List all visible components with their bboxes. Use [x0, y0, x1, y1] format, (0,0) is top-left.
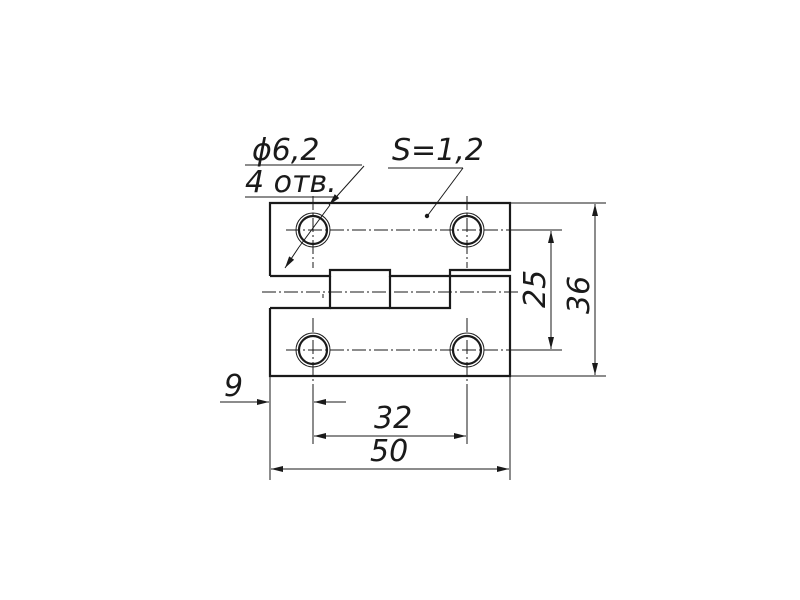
hole-leader — [245, 164, 365, 269]
dim-label-36: 36 — [562, 276, 597, 314]
upper-leaf-outline — [268, 201, 512, 276]
dim-label-25: 25 — [518, 270, 553, 308]
hole-diameter-label: ϕ6,2 — [252, 133, 320, 168]
hole-count-label: 4 отв. — [245, 165, 337, 200]
dim-label-50: 50 — [370, 434, 408, 469]
knuckle-profile — [270, 268, 450, 278]
lower-leaf-outline — [268, 308, 512, 378]
extension-lines-right — [510, 202, 606, 377]
thickness-label: S=1,2 — [392, 133, 484, 168]
thickness-leader — [388, 167, 464, 219]
center-lines — [262, 196, 560, 384]
dim-label-32: 32 — [374, 401, 412, 436]
dim-label-9: 9 — [224, 369, 243, 404]
extension-lines-bottom — [269, 376, 511, 480]
